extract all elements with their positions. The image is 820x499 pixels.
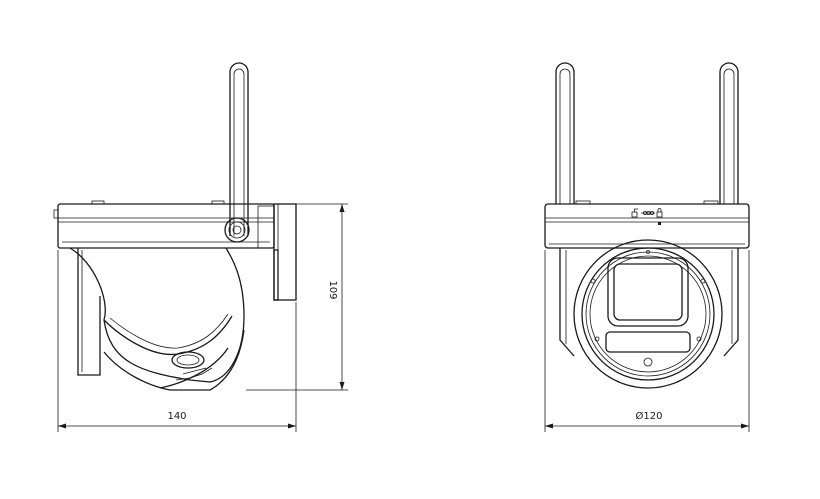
front-view: Ø120 [544, 62, 750, 432]
front-view-antenna-left [555, 62, 575, 204]
front-view-dome [573, 239, 723, 389]
front-view-body [559, 248, 739, 357]
dimension-width-label: 140 [167, 411, 186, 422]
usb-icon [631, 208, 638, 218]
network-icon [641, 210, 655, 215]
dimension-height: 109 [246, 203, 348, 391]
front-view-antenna-right [719, 62, 739, 204]
dimension-diameter: Ø120 [544, 250, 750, 432]
dimension-diameter-label: Ø120 [636, 410, 663, 422]
side-view-bracket [257, 203, 297, 301]
dimension-width: 140 [57, 250, 297, 432]
dimension-height-label: 109 [327, 280, 338, 299]
side-view: 140 109 [53, 62, 348, 432]
light-bar [605, 331, 691, 353]
front-view-housing [544, 200, 750, 249]
lens-window [607, 257, 689, 327]
front-view-screws [590, 250, 706, 367]
lock-icon [656, 208, 663, 218]
side-view-antenna [224, 62, 250, 243]
side-view-dome [69, 247, 245, 391]
